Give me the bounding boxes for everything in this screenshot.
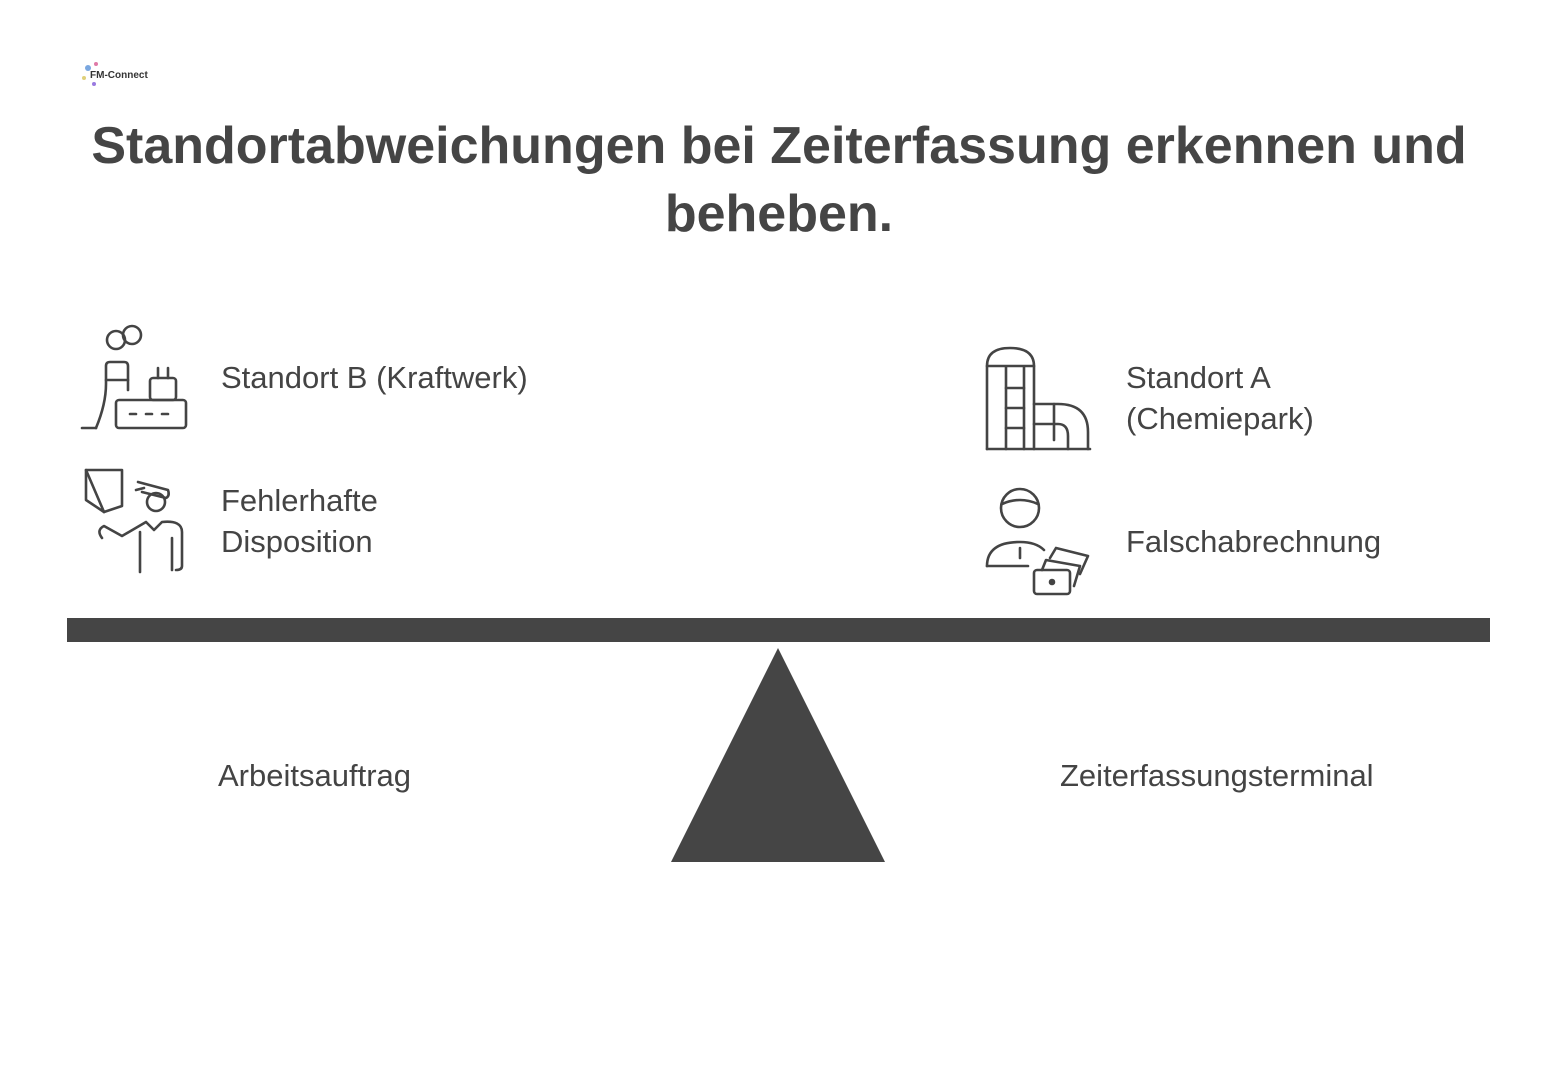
left-item-label: Standort B (Kraftwerk) — [221, 360, 528, 395]
left-item-label: Fehlerhafte Disposition — [221, 483, 378, 559]
right-item-label: Falschabrechnung — [1126, 524, 1382, 559]
power-plant-icon — [80, 324, 190, 437]
chemical-plant-icon — [984, 344, 1094, 457]
left-base-label: Arbeitsauftrag — [218, 758, 411, 793]
dispatcher-icon — [82, 466, 188, 581]
right-base-label: Zeiterfassungsterminal — [1060, 758, 1374, 793]
page-title: Standortabweichungen bei Zeiterfassung e… — [91, 117, 1467, 243]
svg-text:FM-Connect: FM-Connect — [90, 70, 148, 81]
worker-payment-icon — [984, 486, 1094, 603]
seesaw-fulcrum — [671, 648, 887, 869]
right-item-label: Standort A (Chemiepark) — [1126, 360, 1314, 436]
logo: FM-Connect — [78, 58, 148, 92]
seesaw-beam — [67, 618, 1490, 642]
